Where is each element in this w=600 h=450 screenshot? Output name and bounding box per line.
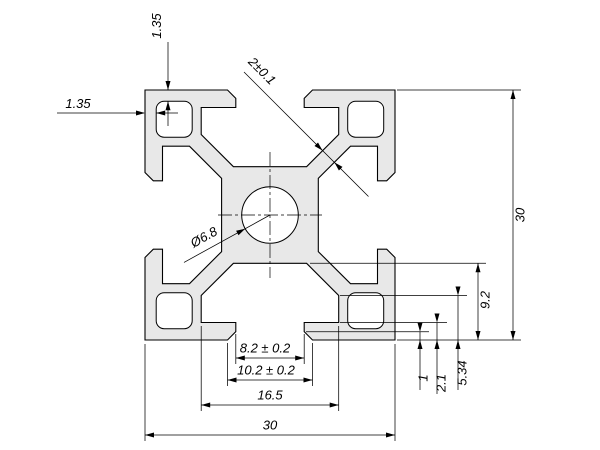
dim-overall-height: 30 (397, 89, 528, 341)
dim-cavity-width: 16.5 (200, 326, 340, 411)
arrow-left-icon (201, 402, 211, 408)
arrow-left-icon (145, 432, 154, 438)
dim-lip-depth-label: 2.1 (434, 374, 449, 393)
dim-corner-wall-left-label: 1.35 (65, 96, 91, 111)
dim-cavity-width-label: 16.5 (257, 388, 283, 403)
dim-slot-wall-depth-label: 5.34 (455, 360, 470, 385)
arrow-diagonal-icon (236, 228, 246, 236)
arrow-down-icon (475, 331, 481, 340)
arrow-right-icon (295, 355, 305, 361)
arrow-up-icon (475, 263, 481, 273)
dim-slot-opening-label: 8.2 ± 0.2 (240, 341, 291, 356)
dim-chamfer-depth-label: 1 (416, 374, 431, 381)
corner-channel-bottom-left (155, 292, 193, 330)
arrow-right-icon (303, 377, 313, 383)
arrow-left-icon (235, 355, 245, 361)
dim-overall-width: 30 (144, 344, 396, 441)
arrow-left-icon (227, 377, 237, 383)
dim-slot-cavity-depth-label: 9.2 (478, 290, 493, 309)
dim-slot-opening-face-label: 10.2 ± 0.2 (237, 363, 296, 378)
dim-slot-wall-depth: 5.34 (340, 286, 470, 390)
arrow-down-icon (417, 322, 423, 332)
dim-overall-height-label: 30 (513, 207, 528, 222)
dim-slot-opening-face: 10.2 ± 0.2 (227, 343, 313, 386)
arrow-right-icon (386, 432, 395, 438)
arrow-up-icon (417, 340, 423, 349)
dim-chamfer-depth: 1 (306, 322, 431, 390)
corner-channel-bottom-right (347, 292, 385, 330)
arrow-left-icon (156, 110, 166, 116)
dim-slot-cavity-depth: 9.2 (310, 262, 493, 340)
dim-overall-width-label: 30 (263, 418, 278, 433)
arrow-up-icon (455, 340, 461, 349)
dim-corner-wall-top-label: 1.35 (149, 13, 164, 39)
corner-channel-top-left (155, 100, 193, 138)
corner-channel-top-right (347, 100, 385, 138)
arrow-diagonal-icon (314, 142, 323, 151)
dim-lip-depth: 2.1 (340, 313, 449, 394)
arrow-diagonal-icon (334, 162, 343, 171)
arrow-down-icon (510, 331, 516, 340)
arrow-down-icon (434, 313, 440, 323)
arrow-up-icon (165, 101, 171, 111)
dim-corner-wall-top: 1.35 (149, 13, 171, 126)
arrow-down-icon (455, 286, 461, 296)
arrow-down-icon (165, 81, 171, 90)
arrow-up-icon (510, 90, 516, 99)
arrow-right-icon (329, 402, 339, 408)
arrow-up-icon (434, 340, 440, 349)
dim-corner-wall-left: 1.35 (57, 96, 178, 116)
dim-slot-opening: 8.2 ± 0.2 (235, 334, 305, 364)
arrow-right-icon (136, 110, 145, 116)
